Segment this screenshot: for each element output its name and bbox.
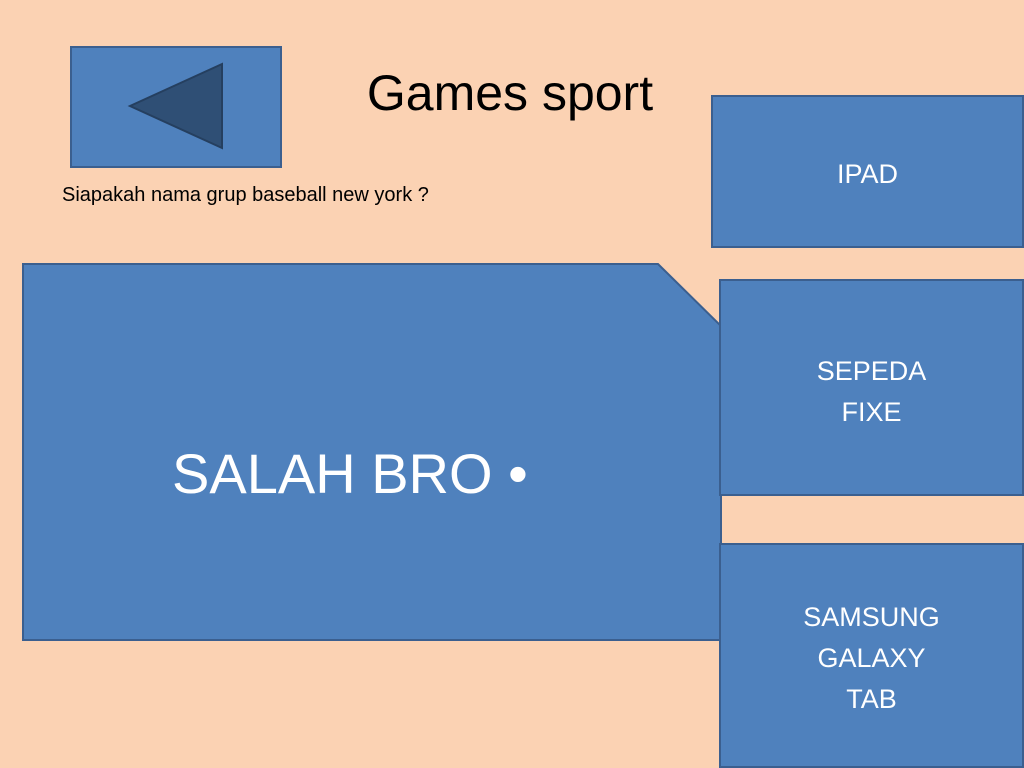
answer-option-label: IPAD	[836, 159, 898, 189]
question-text: Siapakah nama grup baseball new york ?	[62, 184, 429, 206]
result-panel: SALAH BRO •	[22, 263, 722, 641]
answer-option-ipad[interactable]: IPAD	[711, 95, 1024, 248]
answer-option-sepeda-fixe[interactable]: SEPEDA FIXE	[719, 279, 1024, 496]
result-message: SALAH BRO •	[172, 442, 528, 505]
page-title: Games sport	[366, 65, 654, 121]
answer-option-label: SAMSUNG GALAXY TAB	[803, 602, 940, 714]
answer-option-samsung-galaxy-tab[interactable]: SAMSUNG GALAXY TAB	[719, 543, 1024, 768]
answer-option-label: SEPEDA FIXE	[816, 356, 927, 427]
back-button[interactable]	[70, 46, 282, 168]
back-arrow-icon	[127, 62, 223, 150]
